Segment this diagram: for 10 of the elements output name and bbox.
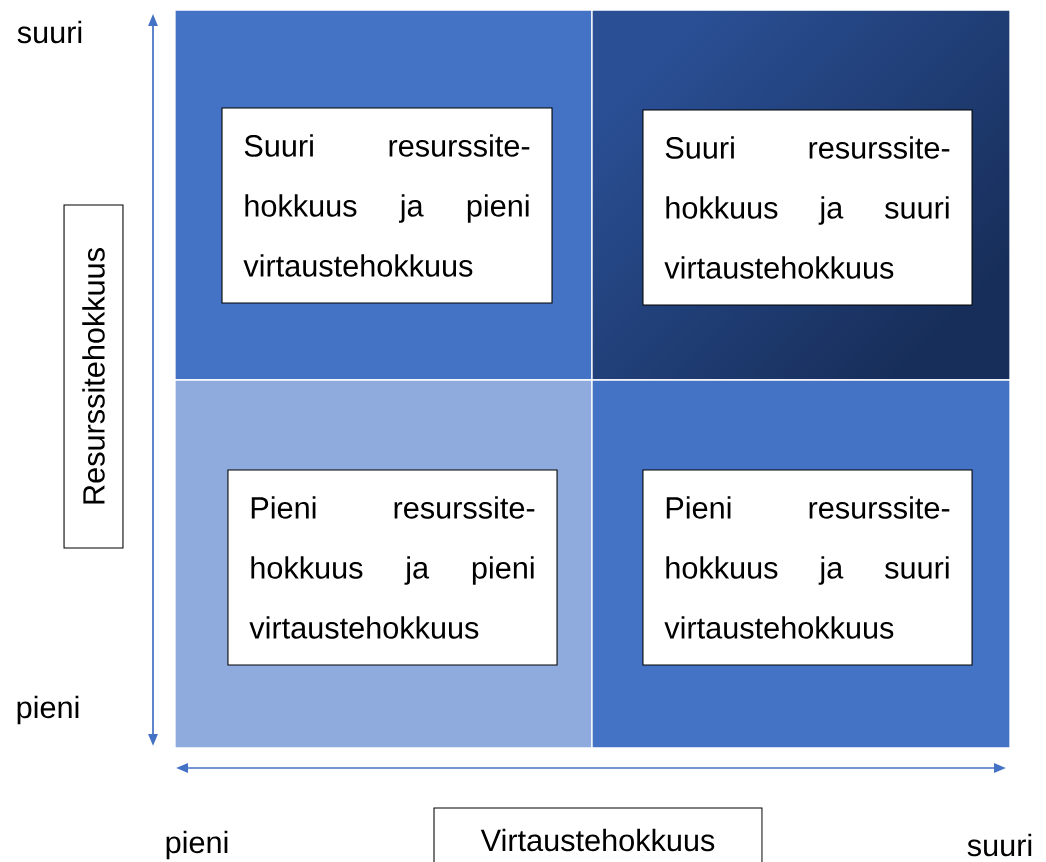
axis-label-box: Resurssitehokkuus <box>63 204 124 549</box>
text-box: Pieni resurssite- hokkuus ja suuri virtaustehokkuus <box>642 469 973 666</box>
text-box: Suuri resurssite- hokkuus ja suuri virtaustehokkuus <box>642 109 973 306</box>
text-box: Pieni resurssite- hokkuus ja pieni virtaustehokkuus <box>227 469 558 666</box>
text-box: Suuri resurssite- hokkuus ja pieni virtaustehokkuus <box>221 107 553 304</box>
scale-label: pieni <box>166 830 228 860</box>
scale-label: pieni <box>17 695 79 725</box>
scale-label: suuri <box>967 833 1032 857</box>
axis-label-box: Virtaustehokkuus <box>433 807 763 862</box>
scale-label: suuri <box>17 20 82 44</box>
